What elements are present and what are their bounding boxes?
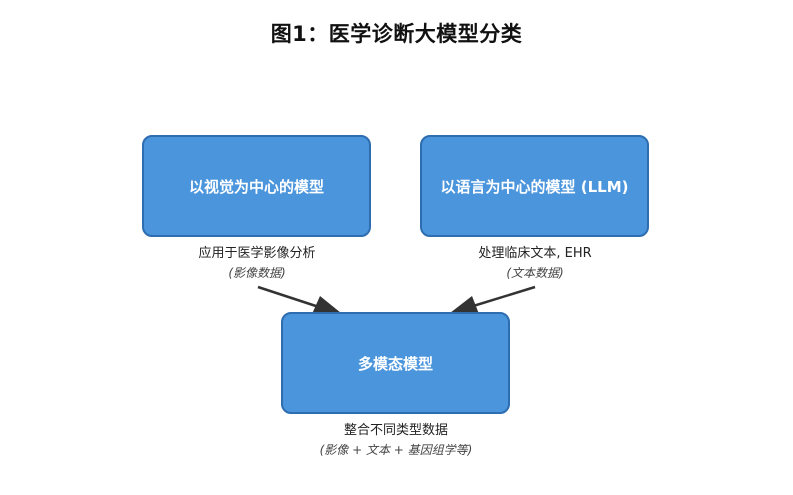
- diagram-title: 图1：医学诊断大模型分类: [270, 22, 523, 46]
- multimodal-model-label: 多模态模型: [357, 354, 433, 373]
- vision-model-data-type: (影像数据): [228, 266, 286, 280]
- language-model-description: 处理临床文本, EHR: [478, 246, 592, 261]
- multimodal-model-description: 整合不同类型数据: [343, 423, 448, 438]
- vision-model-label: 以视觉为中心的模型: [188, 177, 324, 196]
- multimodal-model-caption: 整合不同类型数据 (影像 + 文本 + 基因组学等): [246, 419, 546, 458]
- vision-model-caption: 应用于医学影像分析 (影像数据): [127, 242, 387, 281]
- language-model-label: 以语言为中心的模型 (LLM): [440, 177, 629, 196]
- multimodal-model-data-type: (影像 + 文本 + 基因组学等): [319, 443, 473, 457]
- language-model-data-type: (文本数据): [506, 266, 564, 280]
- multimodal-model-node: 多模态模型: [281, 312, 510, 414]
- language-model-caption: 处理临床文本, EHR (文本数据): [405, 242, 665, 281]
- arrow-vision-to-multimodal: [257, 285, 341, 314]
- arrow-llm-to-multimodal: [450, 285, 536, 314]
- vision-model-node: 以视觉为中心的模型: [142, 135, 371, 237]
- vision-model-description: 应用于医学影像分析: [198, 246, 316, 261]
- language-model-node: 以语言为中心的模型 (LLM): [420, 135, 649, 237]
